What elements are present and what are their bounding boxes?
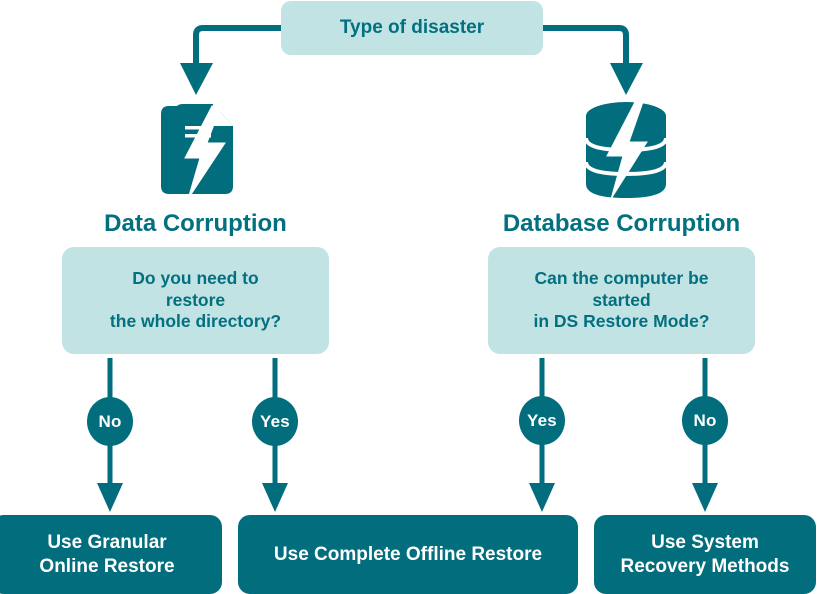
result-text-block: Use Complete Offline Restore: [274, 543, 542, 567]
decision-line-2: started: [592, 289, 651, 310]
document-lightning-icon: [155, 100, 240, 200]
branch-caption-label: Database Corruption: [502, 210, 741, 237]
decision-line-2: restore: [165, 289, 226, 310]
arrowhead-left-no: [97, 483, 123, 512]
decision-node-ds-restore-mode[interactable]: Can the computer be started in DS Restor…: [488, 247, 755, 354]
decision-line-3: in DS Restore Mode?: [533, 311, 710, 332]
arrowhead-root-left: [180, 63, 213, 95]
answer-badge-no-left[interactable]: No: [87, 397, 133, 446]
arrowhead-right-no: [692, 483, 718, 512]
result-text-block: Use Granular Online Restore: [39, 531, 174, 579]
root-node-label: Type of disaster: [339, 17, 485, 39]
answer-badge-yes-right[interactable]: Yes: [519, 396, 565, 445]
answer-badge-yes-left[interactable]: Yes: [252, 397, 298, 446]
result-line-1: Use Complete Offline Restore: [273, 543, 543, 565]
decision-text-block: Do you need to restore the whole directo…: [110, 268, 281, 332]
arrowhead-right-yes: [529, 483, 555, 512]
arrowhead-left-yes: [262, 483, 288, 512]
answer-badge-label: No: [693, 410, 717, 430]
branch-caption-data-corruption: Data Corruption: [62, 210, 329, 238]
result-line-2: Online Restore: [39, 555, 175, 577]
decision-line-1: Can the computer be: [534, 268, 709, 289]
arrowhead-root-right: [610, 63, 643, 95]
result-node-granular-online-restore[interactable]: Use Granular Online Restore: [0, 515, 222, 594]
decision-line-1: Do you need to: [132, 268, 259, 289]
result-node-system-recovery-methods[interactable]: Use System Recovery Methods: [594, 515, 816, 594]
answer-badge-label: No: [98, 411, 122, 431]
connector-root-to-right: [543, 25, 629, 65]
decision-line-3: the whole directory?: [109, 311, 282, 332]
answer-badge-no-right[interactable]: No: [682, 396, 728, 445]
root-node-type-of-disaster[interactable]: Type of disaster: [281, 1, 543, 55]
result-node-complete-offline-restore[interactable]: Use Complete Offline Restore: [238, 515, 578, 594]
result-line-1: Use System: [651, 531, 759, 553]
answer-badge-label: Yes: [260, 411, 290, 431]
branch-caption-database-corruption: Database Corruption: [488, 210, 755, 238]
answer-badge-label: Yes: [527, 410, 557, 430]
database-lightning-icon: [583, 100, 669, 200]
decision-text-block: Can the computer be started in DS Restor…: [534, 268, 710, 332]
result-text-block: Use System Recovery Methods: [621, 531, 790, 579]
decision-node-restore-whole-directory[interactable]: Do you need to restore the whole directo…: [62, 247, 329, 354]
connector-root-to-left: [193, 25, 281, 65]
branch-caption-label: Data Corruption: [104, 210, 287, 237]
result-line-1: Use Granular: [47, 531, 167, 553]
result-line-2: Recovery Methods: [620, 555, 790, 577]
